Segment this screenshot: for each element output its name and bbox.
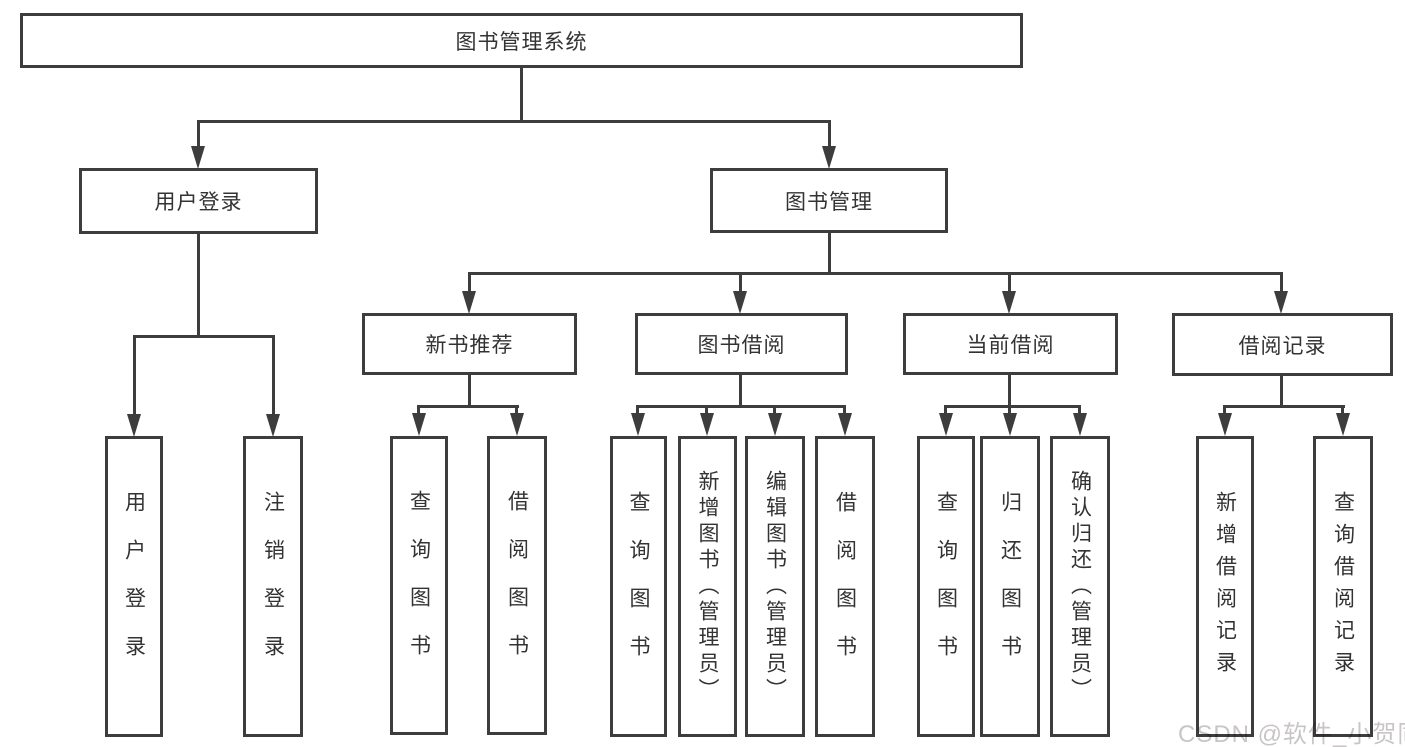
arrow-down-icon <box>1218 413 1232 436</box>
node-root-label: 图书管理系统 <box>455 30 588 54</box>
connector-drop-book-borrowing <box>739 272 742 291</box>
node-query-books-1: 查询图书 <box>390 436 448 735</box>
connector-book-borrowing-hbar <box>636 405 846 408</box>
node-edit-books-admin: 编辑图书（管理员） <box>745 436 805 737</box>
node-add-borrow-record: 新增借阅记录 <box>1196 436 1254 737</box>
arrow-down-icon <box>510 413 524 436</box>
arrow-down-icon <box>631 413 645 436</box>
node-current-borrowing: 当前借阅 <box>903 313 1118 375</box>
node-new-book-recommend: 新书推荐 <box>362 313 577 375</box>
arrow-down-icon <box>412 413 426 436</box>
arrow-down-icon <box>1073 413 1087 436</box>
connector-drop-user-login <box>197 120 200 148</box>
node-query-books-2-label: 查询图书 <box>627 490 650 683</box>
arrow-down-icon <box>1002 291 1016 314</box>
node-query-borrow-record-label: 查询借阅记录 <box>1331 490 1355 683</box>
connector-new-book-hbar <box>417 405 519 408</box>
connector-drop-book-management <box>828 120 831 148</box>
arrow-down-icon <box>1274 291 1288 314</box>
node-add-books-admin: 新增图书（管理员） <box>678 436 737 737</box>
node-borrowing-records: 借阅记录 <box>1172 313 1393 376</box>
node-query-borrow-record: 查询借阅记录 <box>1313 436 1373 737</box>
node-current-borrowing-label: 当前借阅 <box>966 334 1055 357</box>
connector-drop <box>515 405 518 413</box>
arrow-down-icon <box>127 414 141 437</box>
arrow-down-icon <box>768 413 782 436</box>
node-logout-leaf: 注销登录 <box>243 436 303 737</box>
connector-drop <box>1341 405 1344 413</box>
connector-drop <box>705 405 708 413</box>
node-query-books-1-label: 查询图书 <box>407 489 431 682</box>
node-book-borrowing-label: 图书借阅 <box>697 334 786 357</box>
node-logout-leaf-label: 注销登录 <box>261 490 285 683</box>
connector-drop <box>1078 405 1081 413</box>
connector-drop <box>636 405 639 413</box>
node-book-borrowing: 图书借阅 <box>635 313 848 375</box>
connector-drop-new-book <box>468 272 471 291</box>
connector-book-borrowing-stub <box>739 375 742 405</box>
node-return-books-label: 归还图书 <box>998 490 1022 683</box>
node-query-books-3-label: 查询图书 <box>934 490 958 683</box>
node-user-login-label: 用户登录 <box>154 191 243 214</box>
arrow-down-icon <box>266 414 280 437</box>
node-user-login-leaf: 用户登录 <box>105 436 163 737</box>
node-user-login-leaf-label: 用户登录 <box>122 490 146 683</box>
connector-drop-current-borrowing <box>1008 272 1011 291</box>
arrow-down-icon <box>700 413 714 436</box>
arrow-down-icon <box>1003 413 1017 436</box>
connector-drop-login-leaf <box>133 335 136 414</box>
connector-drop-logout-leaf <box>272 335 275 414</box>
connector-current-borrowing-stub <box>1008 375 1011 405</box>
node-root: 图书管理系统 <box>20 13 1023 68</box>
connector-drop <box>417 405 420 413</box>
connector-borrowing-records-hbar <box>1223 405 1345 408</box>
connector-drop <box>1223 405 1226 413</box>
node-add-borrow-record-label: 新增借阅记录 <box>1213 490 1237 683</box>
arrow-down-icon <box>733 291 747 314</box>
node-borrow-books-1: 借阅图书 <box>487 436 547 735</box>
node-borrow-books-2-label: 借阅图书 <box>833 490 857 683</box>
connector-drop <box>843 405 846 413</box>
node-query-books-2: 查询图书 <box>610 436 667 737</box>
arrow-down-icon <box>939 413 953 436</box>
node-confirm-return-admin-label: 确认归还（管理员） <box>1068 469 1092 704</box>
node-add-books-admin-label: 新增图书（管理员） <box>696 469 719 704</box>
arrow-down-icon <box>822 146 836 169</box>
connector-user-login-hbar <box>133 335 275 338</box>
connector-book-management-hbar <box>468 272 1283 275</box>
connector-book-management-stub <box>828 233 831 272</box>
connector-borrowing-records-stub <box>1280 376 1283 405</box>
arrow-down-icon <box>838 413 852 436</box>
connector-root-hbar <box>197 120 831 123</box>
node-book-management: 图书管理 <box>710 168 948 233</box>
connector-drop-borrowing-records <box>1280 272 1283 291</box>
connector-user-login-stub <box>197 234 200 335</box>
node-return-books: 归还图书 <box>980 436 1040 737</box>
node-borrowing-records-label: 借阅记录 <box>1238 334 1327 358</box>
watermark: CSDN @软件_小贺同学 <box>1178 721 1405 747</box>
node-user-login: 用户登录 <box>79 168 318 234</box>
arrow-down-icon <box>462 291 476 314</box>
node-confirm-return-admin: 确认归还（管理员） <box>1050 436 1110 737</box>
connector-new-book-stub <box>468 375 471 405</box>
node-query-books-3: 查询图书 <box>917 436 975 737</box>
node-borrow-books-1-label: 借阅图书 <box>505 489 529 682</box>
arrow-down-icon <box>191 146 205 169</box>
node-new-book-recommend-label: 新书推荐 <box>425 334 514 357</box>
arrow-down-icon <box>1336 413 1350 436</box>
node-borrow-books-2: 借阅图书 <box>815 436 875 737</box>
connector-drop <box>773 405 776 413</box>
connector-drop <box>944 405 947 413</box>
connector-root-stub <box>520 68 523 120</box>
connector-current-borrowing-hbar <box>944 405 1081 408</box>
node-edit-books-admin-label: 编辑图书（管理员） <box>763 469 787 704</box>
node-book-management-label: 图书管理 <box>785 190 873 214</box>
connector-drop <box>1008 405 1011 413</box>
